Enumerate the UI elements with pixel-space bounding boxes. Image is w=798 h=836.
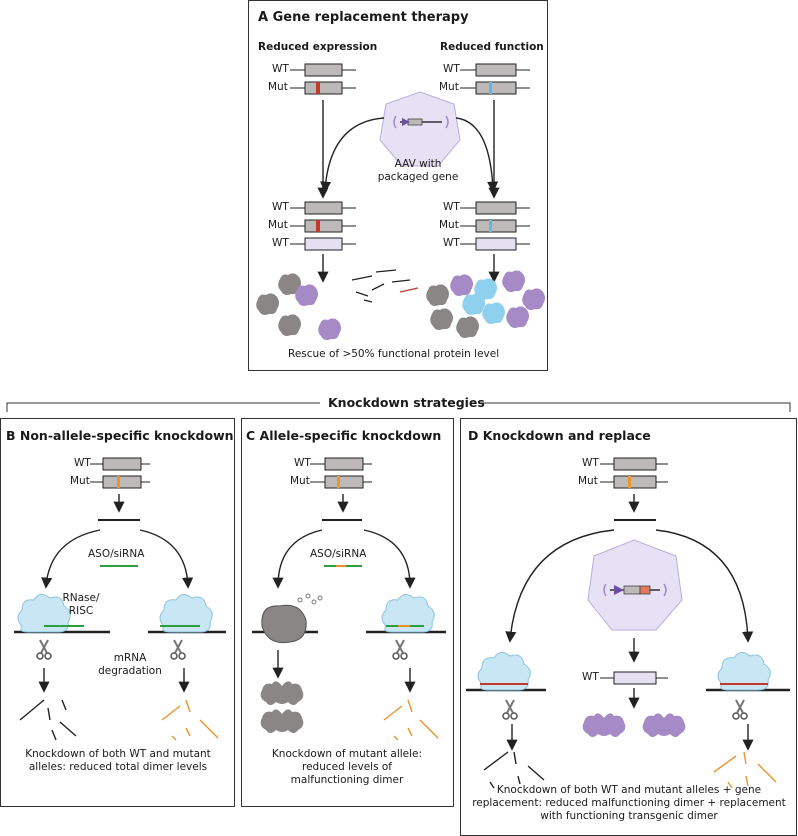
- mut-label: Mut: [268, 219, 288, 231]
- mrna-degradation-label: mRNA degradation: [98, 652, 162, 677]
- wt-label: WT: [272, 201, 289, 213]
- panel-d-title: D Knockdown and replace: [468, 428, 651, 443]
- wt-label: WT: [582, 671, 599, 683]
- mut-label: Mut: [290, 475, 310, 487]
- wt-label: WT: [74, 457, 91, 469]
- aav-capsid-d: [587, 539, 683, 631]
- aso-sirna-label: ASO/siRNA: [88, 548, 145, 560]
- panel-c-caption: Knockdown of mutant allele: reduced leve…: [271, 748, 423, 786]
- wt-label: WT: [272, 237, 289, 249]
- wt-label: WT: [443, 237, 460, 249]
- panel-d-caption: Knockdown of both WT and mutant alleles …: [472, 784, 786, 822]
- wt-label: WT: [294, 457, 311, 469]
- panel-b-caption: Knockdown of both WT and mutant alleles:…: [25, 748, 211, 773]
- panel-a-genes: [290, 63, 530, 251]
- reduced-expression-heading: Reduced expression: [258, 41, 378, 53]
- mut-label: Mut: [268, 81, 288, 93]
- knockdown-strategies-title: Knockdown strategies: [328, 395, 485, 410]
- wt-label: WT: [272, 63, 289, 75]
- mut-label: Mut: [439, 219, 459, 231]
- rnase-risc-label: RNase/ RISC: [62, 592, 100, 617]
- mut-label: Mut: [439, 81, 459, 93]
- panel-c-title: C Allele-specific knockdown: [246, 428, 442, 443]
- wt-label: WT: [443, 201, 460, 213]
- wt-label: WT: [443, 63, 460, 75]
- reduced-function-heading: Reduced function: [440, 41, 544, 53]
- panel-b-title: B Non-allele-specific knockdown: [6, 428, 234, 443]
- mut-label: Mut: [578, 475, 598, 487]
- mut-label: Mut: [70, 475, 90, 487]
- panel-a-proteins: [256, 269, 545, 340]
- aso-sirna-label: ASO/siRNA: [310, 548, 367, 560]
- aav-capsid-a: [379, 91, 461, 167]
- wt-label: WT: [582, 457, 599, 469]
- panel-a-title: A Gene replacement therapy: [258, 10, 469, 25]
- aav-label: AAV with packaged gene: [377, 158, 459, 183]
- panel-a-caption: Rescue of >50% functional protein level: [288, 348, 500, 360]
